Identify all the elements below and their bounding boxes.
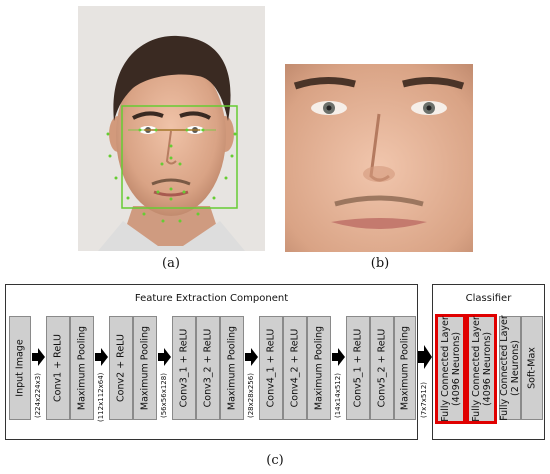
dim-label-input: (224x224x3) [34, 373, 42, 418]
arrow-right-icon [95, 348, 108, 366]
block-conv2: Conv2 + ReLU [109, 316, 133, 420]
classifier-title: Classifier [465, 293, 512, 304]
block-softmax: Soft-Max [521, 316, 543, 420]
block-conv1: Conv1 + ReLU [46, 316, 70, 420]
arrow-right-icon [418, 345, 432, 369]
block-pool5: Maximum Pooling [394, 316, 416, 420]
block-pool4: Maximum Pooling [307, 316, 331, 420]
arrow-right-icon [245, 348, 258, 366]
block-conv5-1: Conv5_1 + ReLU [346, 316, 370, 420]
block-fc1-highlighted: Fully Connected Layer(4096 Neurons) [435, 314, 466, 424]
arrow-right-icon [32, 348, 45, 366]
dim-label-pool1: (112x112x64) [97, 372, 105, 422]
arrow-right-icon [158, 348, 171, 366]
block-fc3: Fully Connected Layer(2 Neurons) [499, 315, 521, 421]
block-conv4-1: Conv4_1 + ReLU [259, 316, 283, 420]
face-landmark-illustration [78, 6, 265, 251]
dim-label-pool2: (56x56x128) [160, 373, 168, 418]
block-conv5-2: Conv5_2 + ReLU [370, 316, 394, 420]
caption-c: (c) [266, 453, 284, 468]
aligned-face-illustration [285, 64, 473, 252]
block-conv3-1: Conv3_1 + ReLU [172, 316, 196, 420]
block-pool3: Maximum Pooling [220, 316, 244, 420]
block-fc2-highlighted: Fully Connected Layer(4096 Neurons) [466, 314, 497, 424]
dim-label-pool4: (14x14x512) [334, 373, 342, 418]
block-input-image: Input Image [9, 316, 31, 420]
dim-label-pool5: (7x7x512) [420, 381, 428, 418]
feature-extraction-title: Feature Extraction Component [134, 293, 289, 304]
caption-b: (b) [370, 256, 390, 271]
arrow-right-icon [332, 348, 345, 366]
block-pool2: Maximum Pooling [133, 316, 157, 420]
block-pool1: Maximum Pooling [70, 316, 94, 420]
block-conv4-2: Conv4_2 + ReLU [283, 316, 307, 420]
face-photo-landmarks [78, 6, 265, 251]
aligned-face-crop [285, 64, 473, 252]
block-conv3-2: Conv3_2 + ReLU [196, 316, 220, 420]
caption-a: (a) [162, 256, 180, 271]
dim-label-pool3: (28x28x256) [247, 373, 255, 418]
